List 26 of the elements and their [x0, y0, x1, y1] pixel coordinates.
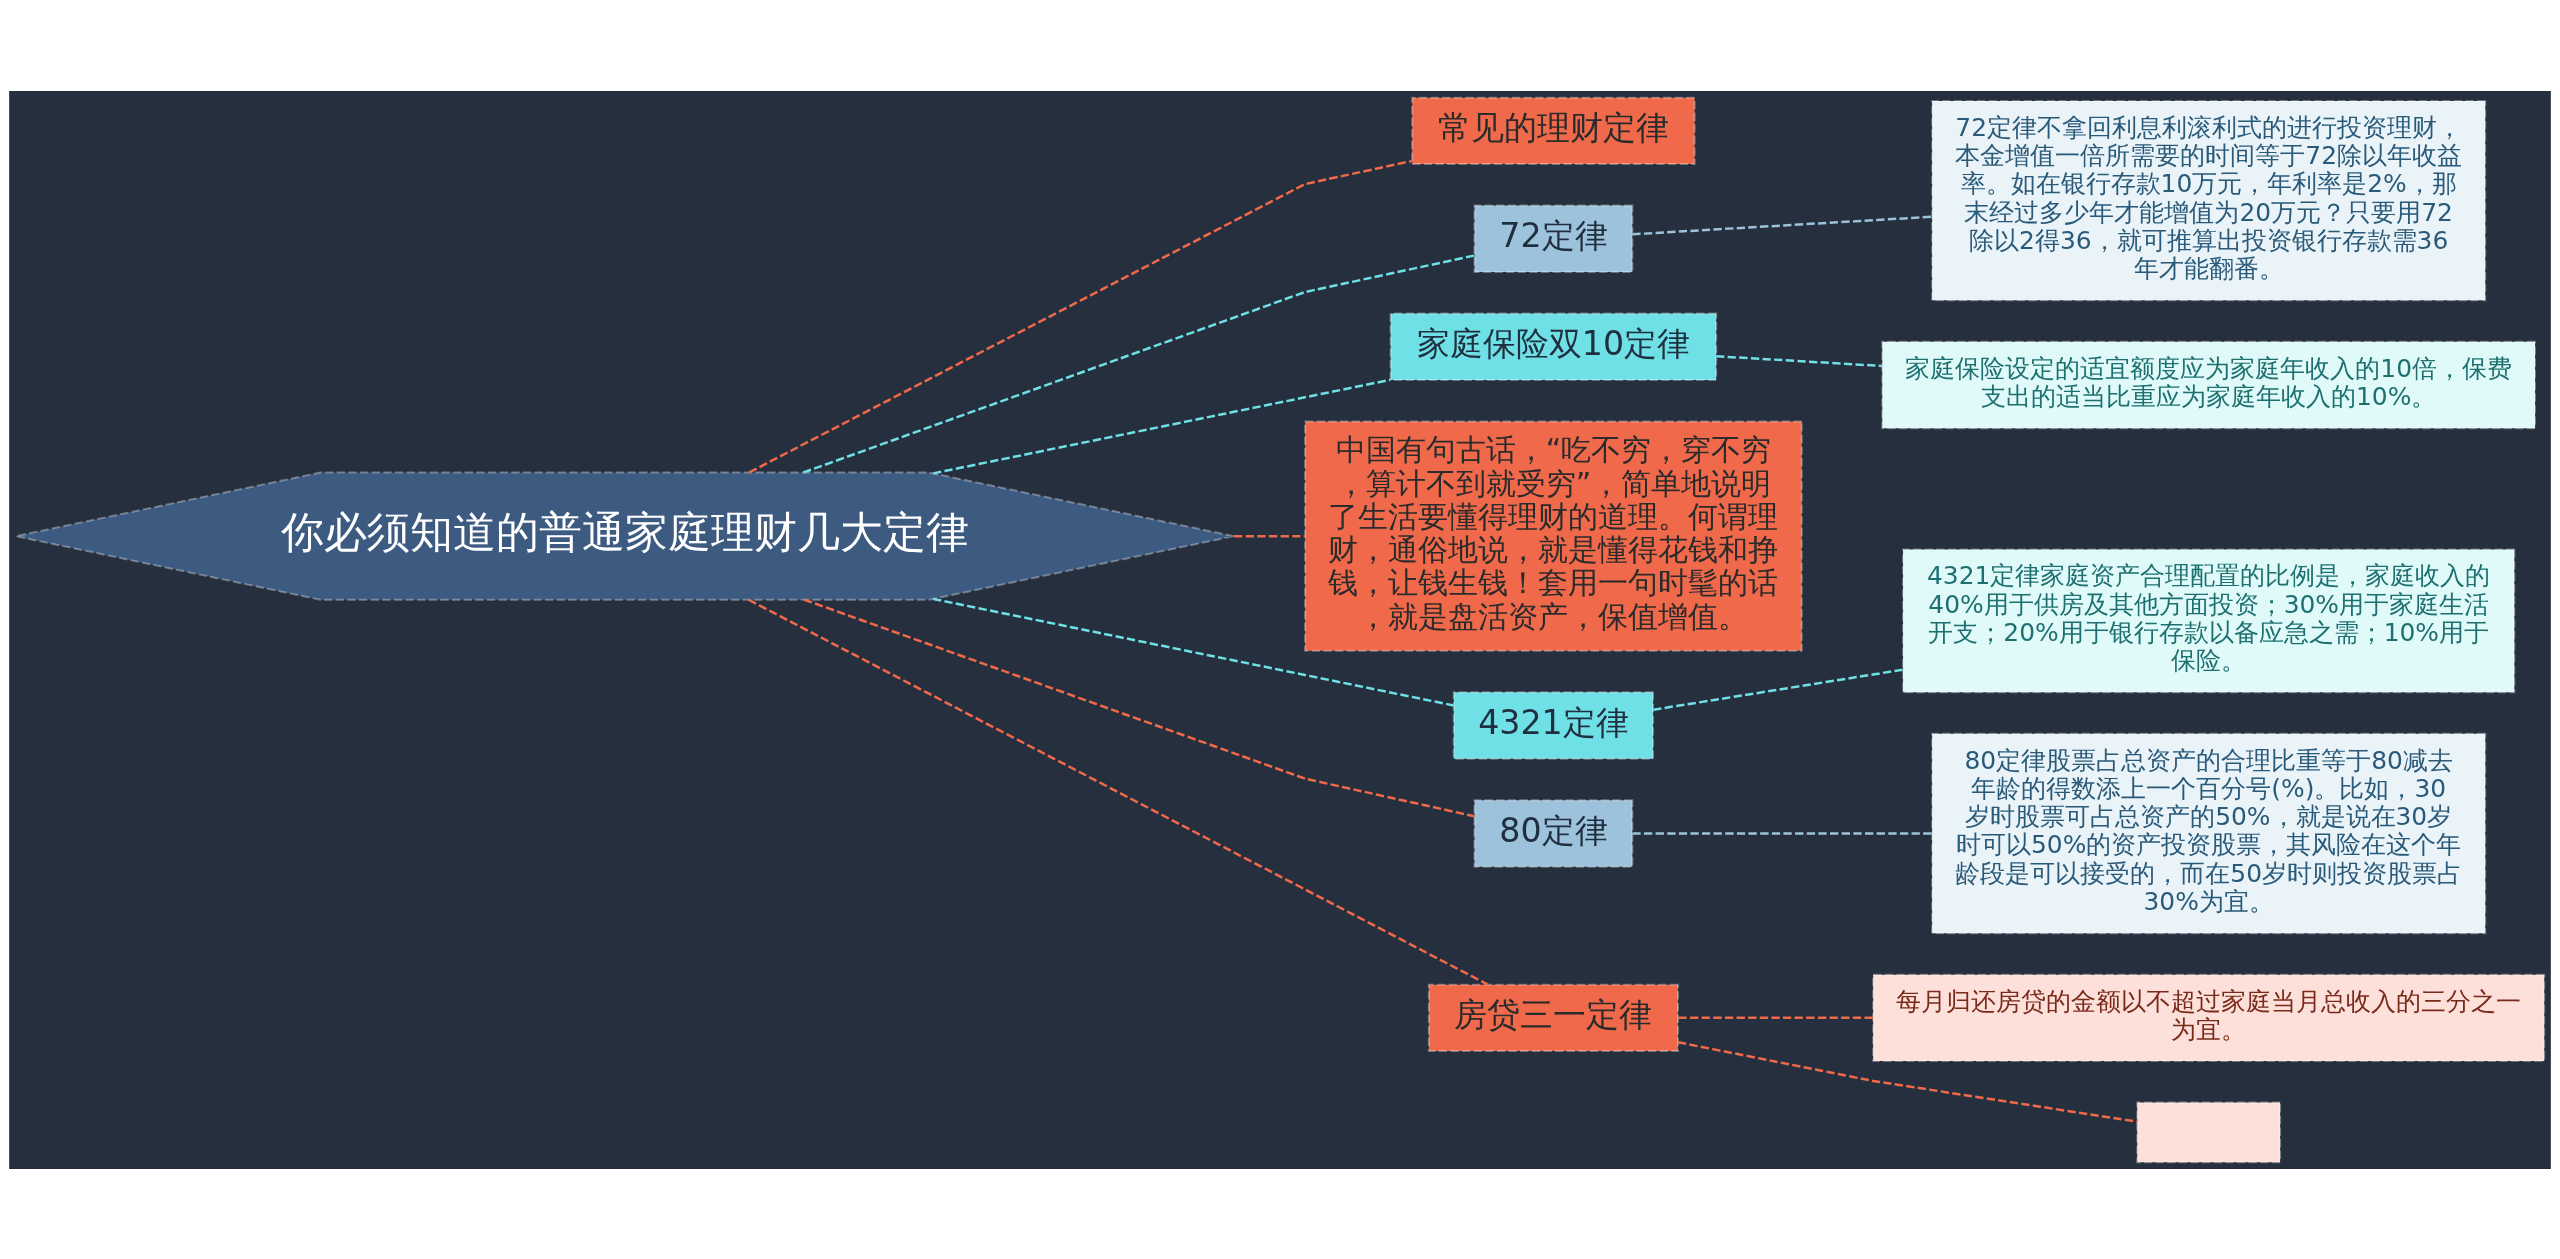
node-box: 4321定律家庭资产合理配置的比例是，家庭收入的40%用于供房及其他方面投资；30%用于家庭生活开支；20%用于银行存款以备应急之需；10%用于保险。 [1902, 547, 2516, 693]
connector [1678, 1016, 1874, 1019]
connector [1653, 667, 1904, 711]
node-box: 中国有句古话，“吃不穷，穿不穷，算计不到就受穷”，简单地说明了生活要懂得理财的道理。何谓理财，通俗地说，就是懂得花钱和挣钱，让钱生钱！套用一句时髦的话，就是盘活资产，保值增值。 [1304, 420, 1803, 652]
node-box: 家庭保险双10定律 [1389, 312, 1718, 381]
node-box: 72定律不拿回利息利滚利式的进行投资理财，本金增值一倍所需要的时间等于72除以年收益率。如在银行存款10万元，年利率是2%，那末经过多少年才能增值为20万元？只要用72除以2得36，就可推算出投资银行存款需36年才能翻番。 [1931, 99, 2487, 301]
connector [802, 253, 1475, 474]
connector [1716, 354, 1883, 367]
connector [803, 598, 1475, 817]
node-box: 家庭保险设定的适宜额度应为家庭年收入的10倍，保费支出的适当比重应为家庭年收入的10%。 [1881, 340, 2537, 429]
node-box: 80定律股票占总资产的合理比重等于80减去年龄的得数添上一个百分号(%)。比如，30岁时股票可占总资产的50%，就是说在30岁时可以50%的资产投资股票，其风险在这个年龄段是可以接受的，而在50岁时则投资股票占30%为宜。 [1931, 732, 2487, 934]
node-box: 每月归还房贷的金额以不超过家庭当月总收入的三分之一为宜。 [1872, 973, 2546, 1062]
connector [1677, 1040, 2138, 1123]
connector [933, 597, 1454, 707]
connector [1632, 831, 1932, 835]
node-box: 72定律 [1473, 204, 1634, 273]
node-box: 房贷三一定律 [1427, 983, 1679, 1052]
connector [748, 598, 1489, 986]
node-box [2136, 1101, 2282, 1163]
connector [748, 159, 1413, 473]
node-box: 常见的理财定律 [1411, 96, 1696, 165]
node-box: 80定律 [1473, 798, 1634, 868]
connector [933, 378, 1391, 475]
node-box: 4321定律 [1452, 690, 1655, 760]
connector [1233, 534, 1305, 537]
connector [1632, 215, 1932, 236]
